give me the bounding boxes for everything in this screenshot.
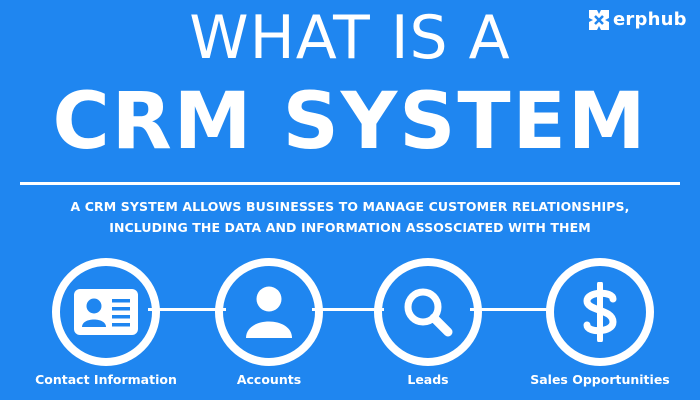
user-icon bbox=[246, 286, 292, 338]
feature-label: Leads bbox=[407, 372, 449, 387]
description-line-1: A CRM SYSTEM ALLOWS BUSINESSES TO MANAGE… bbox=[70, 199, 630, 214]
description-text: A CRM SYSTEM ALLOWS BUSINESSES TO MANAGE… bbox=[18, 196, 682, 238]
feature-circle bbox=[546, 258, 654, 366]
search-icon bbox=[404, 288, 453, 337]
feature-label: Sales Opportunities bbox=[530, 372, 670, 387]
feature-circle bbox=[215, 258, 323, 366]
feature-accounts: Accounts bbox=[174, 258, 364, 400]
brand-logo: erphub bbox=[589, 10, 687, 30]
connector-line bbox=[470, 308, 548, 311]
feature-circle bbox=[52, 258, 160, 366]
feature-label: Accounts bbox=[236, 372, 302, 387]
erphub-logo-icon bbox=[589, 10, 609, 30]
page-title-line-2: CRM SYSTEM bbox=[52, 77, 648, 167]
description-line-2: INCLUDING THE DATA AND INFORMATION ASSOS… bbox=[109, 220, 591, 235]
feature-contact-information: Contact Information bbox=[11, 258, 201, 400]
connector-line bbox=[312, 308, 384, 311]
feature-leads: Leads bbox=[333, 258, 523, 400]
feature-label: Contact Information bbox=[35, 372, 177, 387]
page-title-line-1: WHAT IS A bbox=[189, 3, 511, 73]
title-divider bbox=[20, 182, 680, 185]
contact-card-icon bbox=[74, 289, 138, 335]
dollar-icon bbox=[583, 282, 617, 342]
feature-circle bbox=[374, 258, 482, 366]
feature-sales-opportunities: Sales Opportunities bbox=[505, 258, 695, 400]
connector-line bbox=[148, 308, 226, 311]
brand-name: erphub bbox=[613, 9, 687, 30]
